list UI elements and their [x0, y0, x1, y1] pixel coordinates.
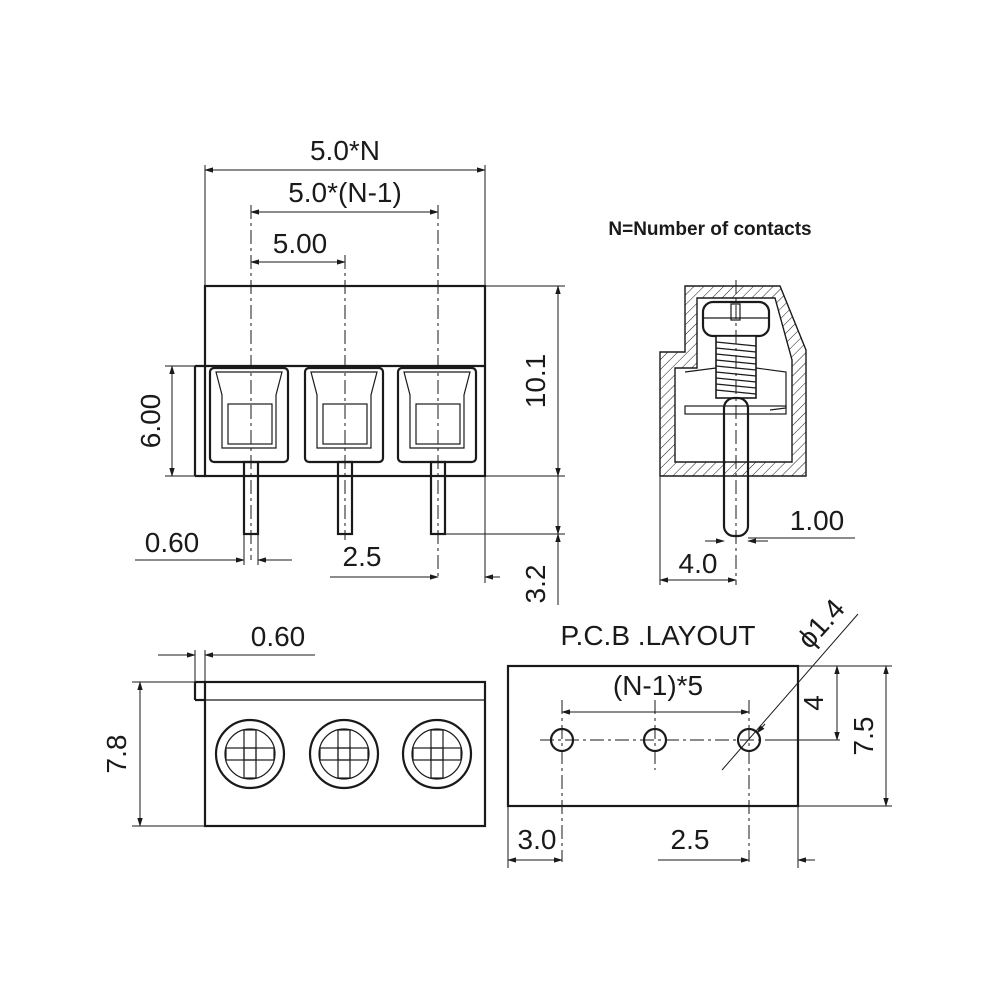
dim-side-pin-diameter: 1.00	[790, 505, 845, 536]
dim-overall-width: 5.0*N	[310, 135, 380, 166]
pcb-outline	[506, 664, 800, 808]
front-opening-1	[208, 366, 290, 464]
dim-hole-diameter: ϕ1.4	[791, 593, 851, 654]
top-screw-2	[308, 718, 380, 790]
dim-outer-pitch: 5.0*(N-1)	[288, 177, 402, 208]
dim-hole-span: (N-1)*5	[613, 670, 703, 701]
dim-side-pin-position: 4.0	[679, 548, 718, 579]
dim-pitch: 5.00	[273, 228, 328, 259]
pcb-layout-title: P.C.B .LAYOUT	[560, 620, 755, 651]
front-view: 5.0*N 5.0*(N-1) 5.00 10.1 6.00 0.60 2.5	[135, 135, 565, 605]
dim-hole-row: 4	[798, 695, 829, 711]
dim-left-margin: 3.0	[518, 824, 557, 855]
front-opening-2	[303, 366, 385, 464]
dim-opening-height: 6.00	[135, 394, 166, 449]
top-view: 0.60 7.8	[101, 621, 487, 828]
front-opening-3	[396, 366, 478, 464]
top-body-outline	[203, 680, 487, 828]
dim-top-depth: 7.8	[101, 735, 132, 774]
contacts-note: N=Number of contacts	[608, 219, 811, 240]
pcb-layout: P.C.B .LAYOUT (N-1)*5 ϕ1.4 4 7.5 3.0	[506, 593, 892, 868]
dim-front-pin-width: 0.60	[145, 527, 200, 558]
top-screw-1	[214, 718, 286, 790]
side-view: 1.00 4.0	[659, 280, 855, 585]
dim-right-margin: 2.5	[671, 824, 710, 855]
dim-pin-length: 3.2	[520, 565, 551, 604]
dim-pcb-depth: 7.5	[848, 717, 879, 756]
dim-pin-offset: 2.5	[343, 541, 382, 572]
top-screw-3	[401, 718, 473, 790]
dim-top-pin-width: 0.60	[251, 621, 306, 652]
dim-height: 10.1	[520, 354, 551, 409]
